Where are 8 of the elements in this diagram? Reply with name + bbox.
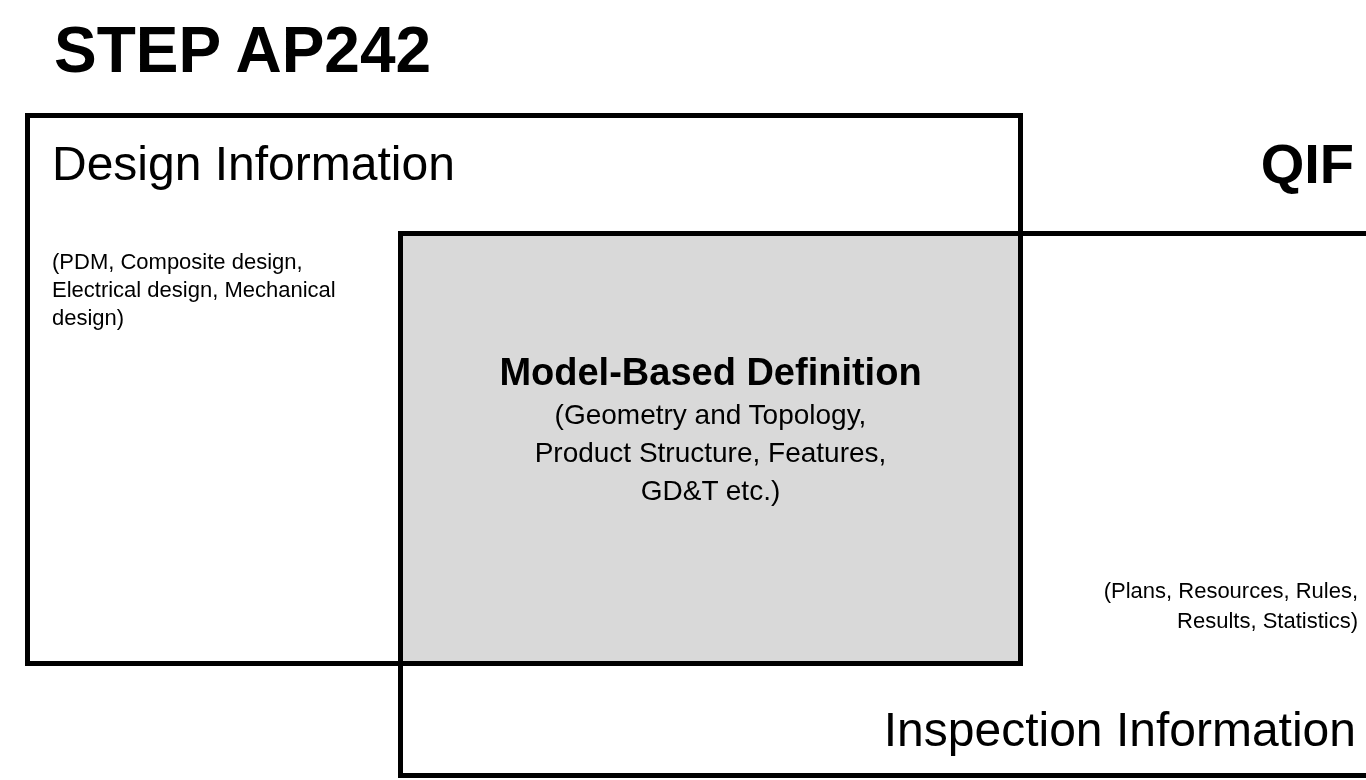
box-title: Model-Based Definition xyxy=(499,350,922,395)
heading: QIF xyxy=(1260,136,1354,192)
description: (Plans, Resources, Rules, Results, Statistics) xyxy=(1102,577,1358,635)
box-title: Inspection Information xyxy=(883,706,1356,754)
box-title: Design Information xyxy=(52,140,455,188)
description: (PDM, Composite design, Electrical design, Mechanical design) xyxy=(52,248,337,332)
heading: STEP AP242 xyxy=(54,18,432,82)
description: (Geometry and Topology, Product Structure, Features, GD&T etc.) xyxy=(533,398,888,508)
